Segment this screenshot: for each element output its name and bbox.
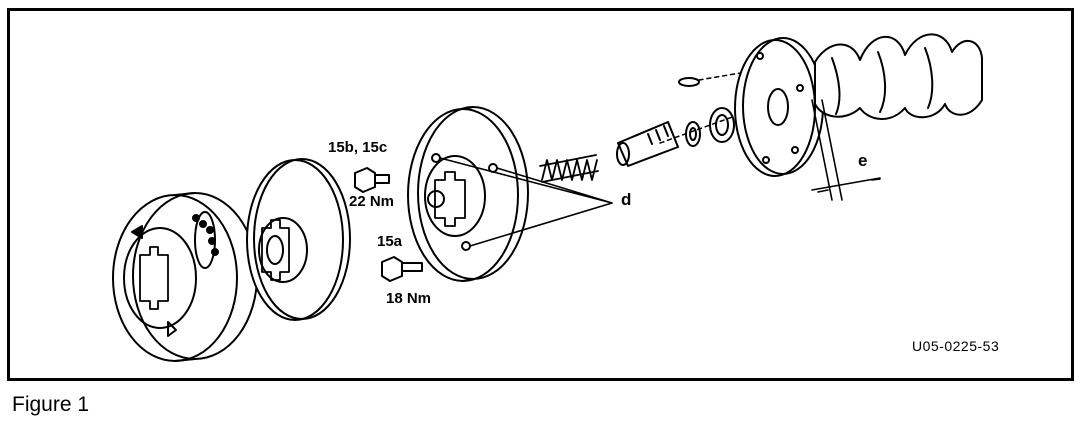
bolt-15a: [381, 256, 423, 282]
bolt-lower-torque-label: 18 Nm: [386, 290, 432, 307]
figure-caption: Figure 1: [12, 393, 90, 416]
reference-code: U05-0225-53: [912, 338, 1000, 354]
bolt-upper-id-label: 15b, 15c: [328, 139, 388, 156]
callout-e-label: e: [858, 151, 868, 170]
spring: [539, 154, 599, 183]
bolt-15b-15c: [354, 167, 390, 193]
pulley-disc: [246, 158, 351, 321]
shaft-and-bushings: [616, 69, 759, 167]
callout-d-label: d: [621, 190, 632, 209]
sprocket-hub-assembly: [407, 106, 613, 282]
vibration-damper: [112, 192, 258, 362]
bolt-upper-torque-label: 22 Nm: [349, 193, 395, 210]
crankshaft: [734, 33, 983, 201]
bolt-lower-id-label: 15a: [377, 233, 403, 250]
